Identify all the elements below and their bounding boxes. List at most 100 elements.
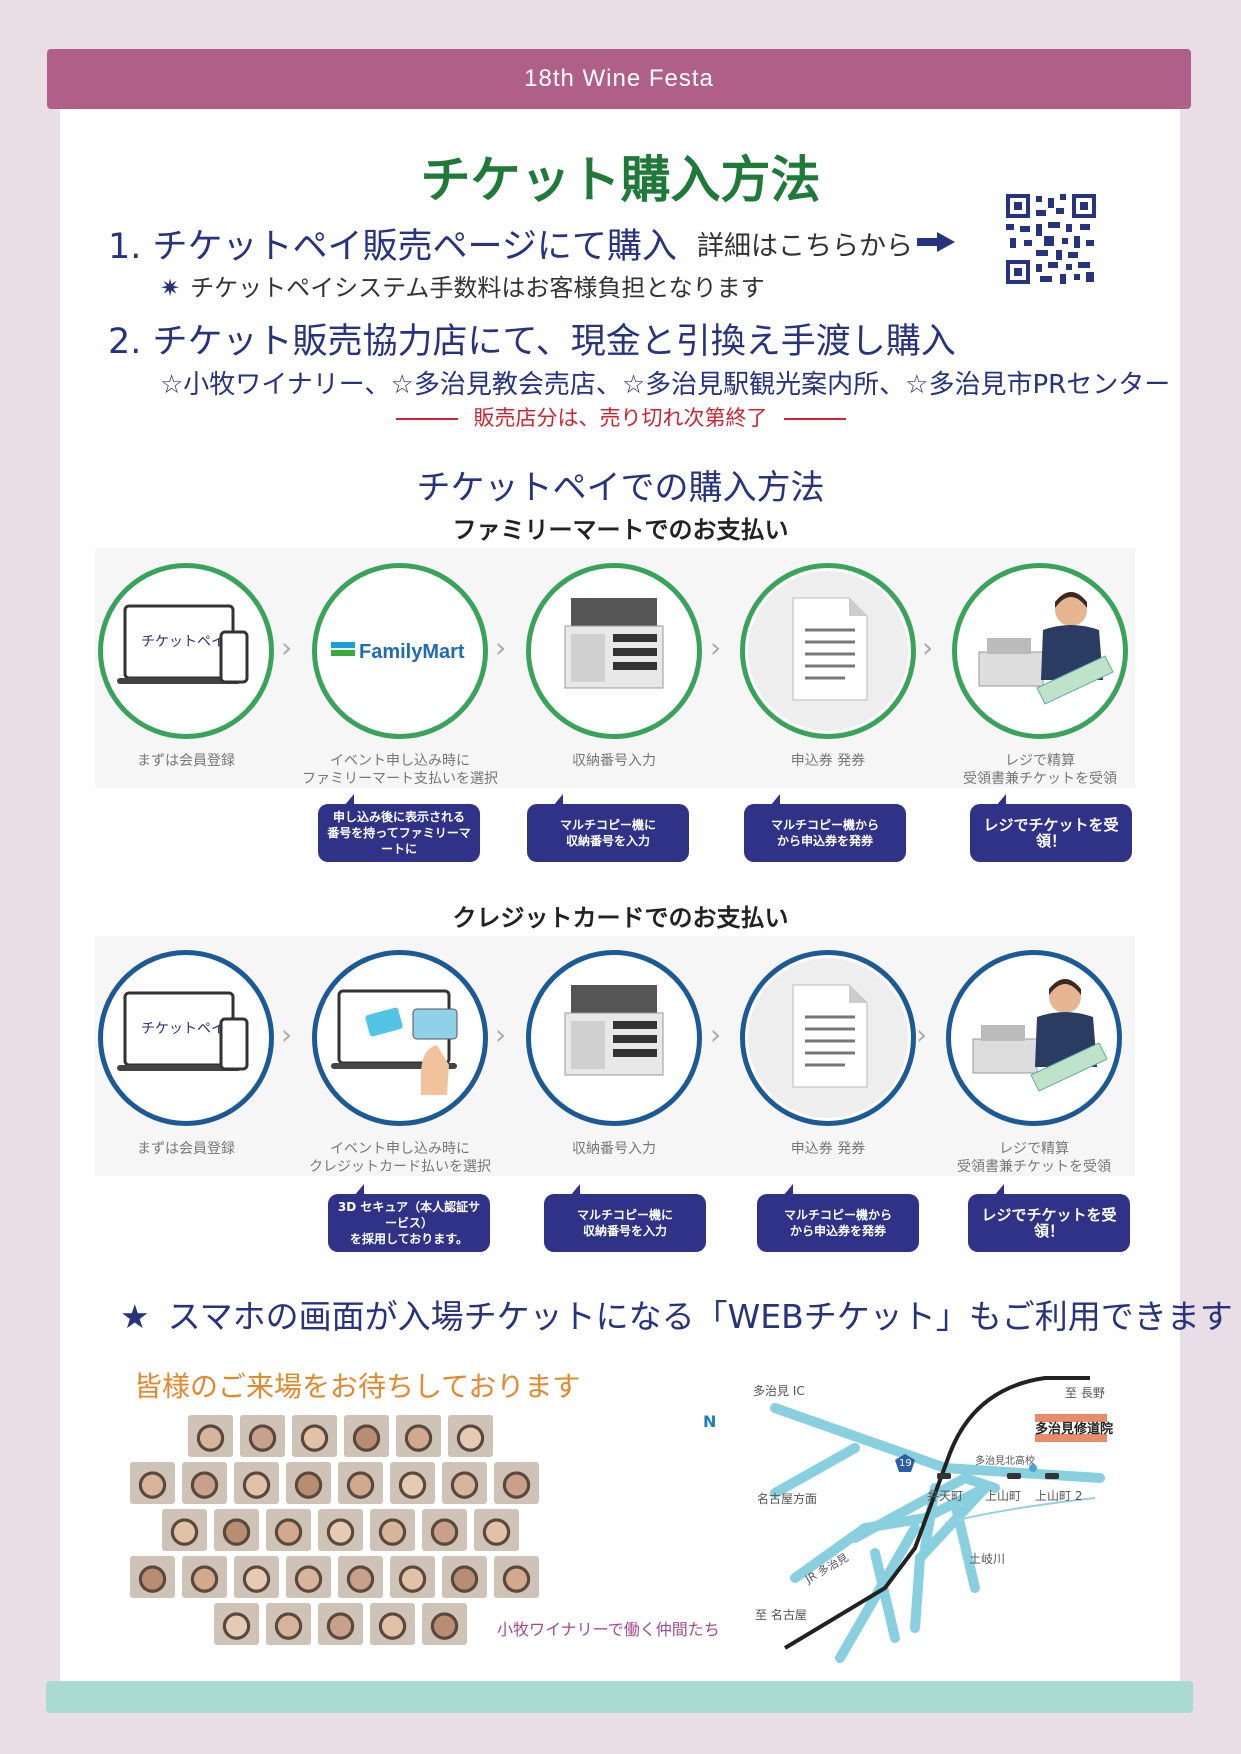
footer-bar [46,1681,1193,1713]
staff-photo [441,1556,487,1598]
staff-photo [239,1415,285,1457]
cashier-icon [972,979,1108,1092]
step-bubble: レジでチケットを受領！ [968,1184,1130,1252]
staff-photo [213,1509,259,1551]
staff-photo [265,1509,311,1551]
chevron-right-icon: › [495,631,507,664]
staff-photo [493,1556,539,1598]
fee-note-text: チケットペイシステム手数料はお客様負担となります [190,274,765,302]
ticketpay-logo-text: チケットペイ [141,634,225,650]
staff-photo [395,1415,441,1457]
staff-photo [291,1415,337,1457]
step-bubble: レジでチケットを受領！ [970,794,1132,862]
access-map: 多治見 IC 至 長野 多治見修道院 N 19 多治見北高校 名古屋方面 弁天町… [703,1368,1120,1668]
map-label: 多治見 IC [753,1384,805,1398]
step-bubble: 申し込み後に表示される番号を持ってファミリーマートに [318,794,480,862]
staff-photo [343,1415,389,1457]
cashier-icon [978,592,1114,705]
chevron-right-icon: › [922,631,934,664]
map-label: 土岐川 [969,1552,1006,1566]
step-register-cashier-circle [952,563,1128,739]
map-label: 弁天町 [927,1489,964,1503]
ticketpay-heading: チケットペイでの購入方法 [416,468,825,508]
staff-photo [181,1462,227,1504]
staff-photo [441,1462,487,1504]
map-label: 上山町 2 [1035,1489,1083,1503]
step-register-circle: チケットペイ [98,563,274,739]
staff-photo [161,1509,207,1551]
map-label: 上山町 [985,1489,1022,1503]
staff-photo [317,1509,363,1551]
divider [783,418,846,420]
step-familymart-circle: FamilyMart [312,563,488,739]
chevron-right-icon: › [916,1018,928,1051]
fee-note: ✷ チケットペイシステム手数料はお客様負担となります [160,268,765,303]
step-copier-circle [526,563,702,739]
star-icon: ★ [120,1297,150,1336]
document-icon [748,958,908,1118]
page-title: チケット購入方法 [420,151,821,209]
divider [395,418,458,420]
staff-photo [265,1603,311,1645]
soldout-text: 販売店分は、売り切れ次第終了 [473,406,768,430]
familymart-logo-text: FamilyMart [359,641,465,663]
map-label: 多治見修道院 [1035,1422,1114,1437]
staff-photo [369,1509,415,1551]
step-bubble: 3D セキュア（本人認証サービス）を採用しております。 [328,1184,490,1252]
copier-icon [564,598,664,689]
chevron-right-icon: › [281,631,293,664]
staff-photo [129,1556,175,1598]
step-label-input-number: 収納番号入力 [572,1141,656,1157]
arrow-right-icon [917,232,955,252]
step-slip-circle [740,950,916,1126]
laptop-phone-icon: チケットペイ [117,991,249,1071]
map-label: 至 長野 [1065,1386,1105,1400]
staff-photo [213,1603,259,1645]
step-slip-circle [740,563,916,739]
welcome-message: 皆様のご来場をお待ちしております [134,1370,581,1403]
asterisk-icon: ✷ [160,274,181,302]
step-bubble: マルチコピー機からから申込券を発券 [744,794,906,862]
header-title: 18th Wine Festa [524,65,714,92]
chevron-right-icon: › [495,1018,507,1051]
staff-photo [233,1462,279,1504]
staff-photo [421,1509,467,1551]
staff-photo [473,1509,519,1551]
creditcard-heading: クレジットカードでのお支払い [452,904,789,932]
copier-icon [564,985,664,1076]
step-label-register: まずは会員登録 [137,753,235,769]
staff-photo [285,1462,331,1504]
staff-photo [129,1462,175,1504]
staff-photo [369,1603,415,1645]
step-register-cashier-circle [946,950,1122,1126]
staff-photo [337,1462,383,1504]
map-label: 多治見北高校 [975,1456,1035,1467]
document-icon [748,571,908,731]
staff-photo [447,1415,493,1457]
north-arrow-icon: N [703,1412,717,1431]
staff-photo [493,1462,539,1504]
chevron-right-icon: › [281,1018,293,1051]
staff-photo [337,1556,383,1598]
laptop-phone-icon: チケットペイ [117,604,249,684]
familymart-heading: ファミリーマートでのお支払い [452,516,789,544]
step-label-pay-at-register: レジで精算受領書兼チケットを受領 [957,1141,1111,1175]
shop-list: ☆小牧ワイナリー、☆多治見教会売店、☆多治見駅観光案内所、☆多治見市PRセンター [160,370,1171,400]
staff-photo [233,1556,279,1598]
step-label-select-payment: イベント申し込み時にクレジットカード払いを選択 [309,1141,491,1175]
qr-code-icon[interactable] [1006,194,1096,284]
map-label: 至 名古屋 [755,1608,807,1622]
route-number: 19 [899,1458,912,1469]
photo-caption: 小牧ワイナリーで働く仲間たち [497,1620,720,1639]
ticketpay-logo-text: チケットペイ [141,1021,225,1037]
staff-photo [181,1556,227,1598]
step-bubble: マルチコピー機に収納番号を入力 [527,794,689,862]
details-link[interactable]: 詳細はこちらから [697,231,913,262]
web-ticket-text: スマホの画面が入場チケットになる「WEBチケット」もご利用できます [167,1297,1233,1336]
familymart-logo: FamilyMart [331,641,465,663]
staff-photo [187,1415,233,1457]
step-label-issue-slip: 申込券 発券 [790,753,866,769]
chevron-right-icon: › [710,1018,722,1051]
step-bubble: マルチコピー機に収納番号を入力 [544,1184,706,1252]
staff-photo [421,1603,467,1645]
